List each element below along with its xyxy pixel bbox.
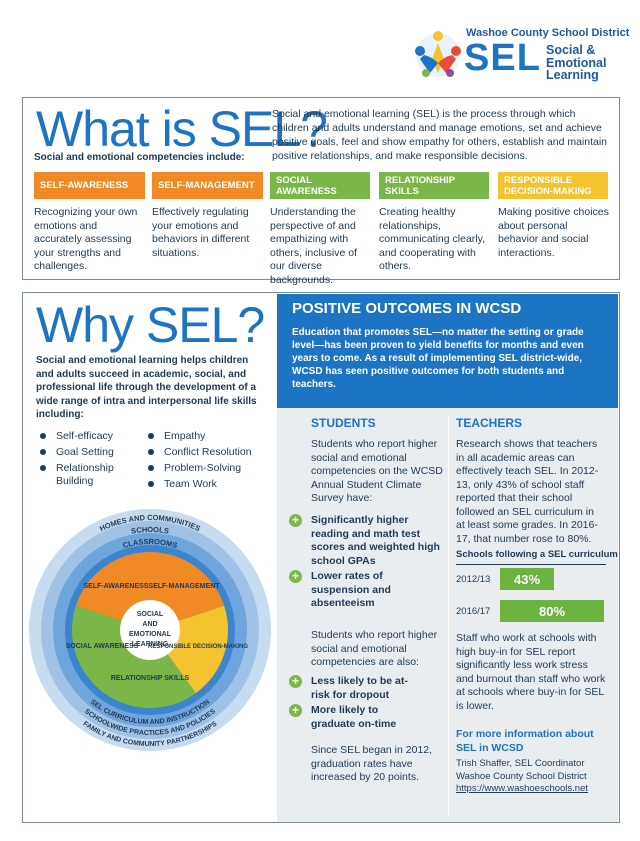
skill-item: Goal Setting [40,446,150,459]
center-label-1: SOCIAL [137,611,164,618]
chart-title: Schools following a SEL curriculum [456,549,618,560]
segment-label-relationship: RELATIONSHIP SKILLS [111,675,190,682]
outcomes-text: Education that promotes SEL—no matter th… [292,327,584,390]
bullet-icon [148,449,154,456]
plus-icon: + [289,675,302,688]
segment-label-social: SOCIAL AWARENESS [66,643,139,650]
student-benefit: More likely to graduate on-time [311,704,397,730]
competency-desc-relationship-skills: Creating healthy relationships, communic… [379,206,486,272]
bullet-icon [40,449,46,456]
sel-sub-line-3: Learning [546,68,599,82]
teachers-text-2: Staff who work at schools with high buy-… [456,632,606,712]
competency-desc-self-management: Effectively regulating your emotions and… [152,206,250,259]
bullet-icon [148,465,154,472]
plus-icon: + [289,570,302,583]
why-sel-title: Why SEL? [36,297,265,353]
bar-2016-17: 80% [500,600,604,622]
what-is-sel-title: What is SEL? [36,101,328,157]
outcomes-panel [277,294,618,408]
segment-label-self-awareness: SELF-AWARENESS [84,583,149,590]
column-divider [448,415,449,815]
teachers-heading: TEACHERS [456,416,523,430]
skill-item: Empathy [148,430,268,443]
segment-label-self-management: SELF-MANAGEMENT [148,583,220,590]
teachers-text: Research shows that teachers in all acad… [456,438,599,545]
sel-logo-subtitle: Social & Emotional Learning [546,44,606,82]
district-name: Washoe County School District [466,27,630,39]
students-intro-2: Students who report higher social and em… [311,629,438,668]
center-label-2: AND [142,621,157,628]
bullet-icon [148,481,154,488]
competency-tag-responsible-decision-making: RESPONSIBLE DECISION-MAKING [498,172,608,199]
ring-label-schools: SCHOOLS [130,525,169,536]
skill-item: Relationship Building [40,462,150,488]
sel-definition: Social and emotional learning (SEL) is t… [272,108,608,162]
wheel-center [120,600,180,660]
skill-item: Self-efficacy [40,430,150,443]
plus-icon: + [289,704,302,717]
contact-link[interactable]: https://www.washoeschools.net [456,783,589,794]
skill-item: Problem-Solving [148,462,268,475]
skill-item: Conflict Resolution [148,446,268,459]
students-closing: Since SEL began in 2012, graduation rate… [311,744,433,783]
sel-sub-line-2: Emotional [546,55,607,70]
logo [412,24,632,86]
competency-desc-responsible-decision-making: Making positive choices about personal b… [498,206,609,259]
competencies-label: Social and emotional competencies includ… [34,152,245,163]
skill-item: Team Work [148,478,268,491]
why-sel-body: Social and emotional learning helps chil… [36,355,257,420]
chart-title-rule [456,564,606,565]
sel-people-logo-icon [415,31,461,77]
competency-tag-self-awareness: SELF-AWARENESS [34,172,145,199]
bar-category-label: 2012/13 [456,574,491,585]
center-label-4: LEARNING [132,641,169,648]
what-is-sel-section [22,97,620,280]
bullet-icon [40,465,46,471]
segment-relationship-skills [104,630,196,708]
sel-sub-line-1: Social & [546,43,596,57]
bullet-icon [148,433,154,440]
student-benefit: Lower rates of suspension and absenteeis… [311,570,391,609]
svg-text:SCHOOLS: SCHOOLS [130,525,169,536]
students-heading: STUDENTS [311,416,376,430]
competency-tag-relationship-skills: RELATIONSHIP SKILLS [379,172,489,199]
sel-wheel-diagram: HOMES AND COMMUNITIES SCHOOLS CLASSROOMS… [29,509,271,751]
center-label-3: EMOTIONAL [129,631,172,638]
more-info-heading: For more information about SEL in WCSD [456,728,594,754]
contact-block: Trish Shaffer, SEL Coordinator Washoe Co… [456,758,588,796]
sel-curriculum-bar-chart: 2012/13 43% 2016/17 80% [456,568,606,624]
competency-desc-social-awareness: Understanding the perspective of and emp… [270,206,357,286]
segment-label-responsible: RESPONSIBLE DECISION-MAKING [148,644,248,650]
competency-tag-social-awareness: SOCIAL AWARENESS [270,172,370,199]
skills-list-right: Empathy Conflict Resolution Problem-Solv… [148,430,268,491]
competency-tag-self-management: SELF-MANAGEMENT [152,172,263,199]
bullet-icon [40,433,46,440]
plus-icon: + [289,514,302,527]
students-intro: Students who report higher social and em… [311,438,443,504]
competency-desc-self-awareness: Recognizing your own emotions and accura… [34,206,138,272]
sel-logo-text: SEL [464,37,541,79]
bar-2012-13: 43% [500,568,554,590]
why-sel-section [22,292,620,823]
student-benefit: Significantly higher reading and math te… [311,514,440,567]
contact-name: Trish Shaffer, SEL Coordinator [456,758,585,769]
student-benefit: Less likely to be at-risk for dropout [311,675,408,701]
svg-text:CLASSROOMS: CLASSROOMS [122,537,179,550]
skills-list-left: Self-efficacy Goal Setting Relationship … [40,430,150,488]
bar-category-label: 2016/17 [456,606,491,617]
contact-org: Washoe County School District [456,770,587,782]
ring-label-classrooms: CLASSROOMS [122,537,179,550]
outcomes-title: POSITIVE OUTCOMES IN WCSD [292,300,522,317]
